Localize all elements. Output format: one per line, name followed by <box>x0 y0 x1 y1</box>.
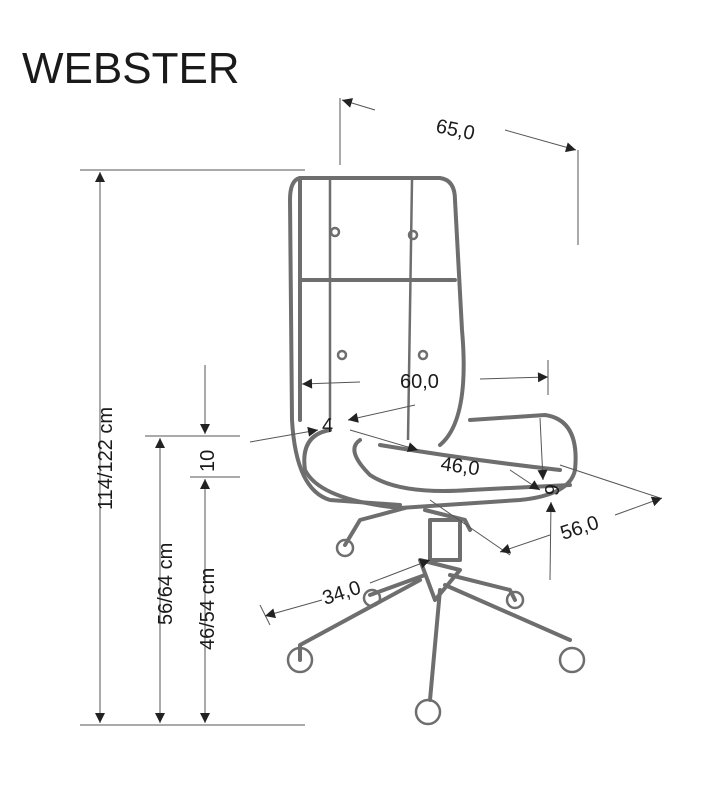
label-seat-width: 46,0 <box>439 453 481 480</box>
label-armrest-above-seat: 10 <box>197 450 219 472</box>
label-base-radius: 34,0 <box>320 577 364 610</box>
label-depth-top: 65,0 <box>434 115 477 145</box>
dimension-lines <box>80 98 663 726</box>
label-armrest-thickness: 4 <box>322 415 333 437</box>
label-seat-thickness: 6 <box>539 482 563 497</box>
label-seat-height: 46/54 cm <box>197 568 219 650</box>
label-armrest-height: 56/64 cm <box>155 543 177 625</box>
label-total-height: 114/122 cm <box>95 407 117 510</box>
chair-outline <box>286 176 586 726</box>
product-title: WEBSTER <box>22 44 240 93</box>
label-width-armrest: 60,0 <box>400 371 439 393</box>
label-overall-depth: 56,0 <box>558 512 602 545</box>
